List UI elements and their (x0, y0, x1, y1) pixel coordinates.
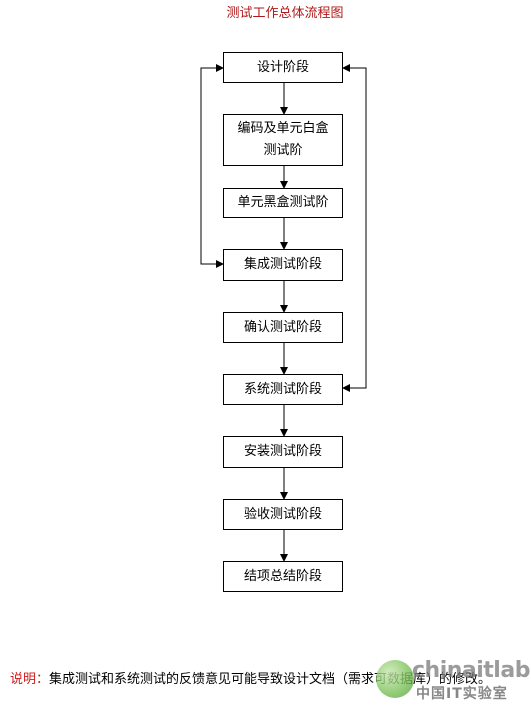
stage-unit-whitebox-label-line2: 测试阶 (263, 143, 303, 158)
left-feedback-loop (200, 67, 223, 265)
stage-design-label: 设计阶段 (256, 59, 309, 75)
stage-unit-whitebox: 编码及单元白盒 测试阶 (223, 114, 343, 166)
logo-globe-icon (376, 660, 414, 698)
watermark-logo: chinaitlab 中国IT实验室 (372, 658, 530, 702)
stage-acceptance-label: 验收测试阶段 (243, 506, 322, 522)
stage-summary: 结项总结阶段 (223, 561, 343, 592)
stage-installation-label: 安装测试阶段 (243, 444, 322, 459)
stage-system-label: 系统测试阶段 (243, 381, 322, 397)
footnote-label: 说明： (10, 672, 50, 687)
watermark-subtext: 中国IT实验室 (416, 686, 508, 702)
diagram-title: 测试工作总体流程图 (226, 6, 344, 21)
stage-summary-label: 结项总结阶段 (243, 568, 322, 584)
stage-acceptance: 验收测试阶段 (223, 499, 343, 530)
stage-installation: 安装测试阶段 (223, 436, 343, 468)
stage-integration-label: 集成测试阶段 (243, 257, 322, 272)
stage-unit-blackbox-label: 单元黑盒测试阶 (237, 195, 329, 210)
stage-confirmation-label: 确认测试阶段 (243, 319, 322, 335)
stage-integration: 集成测试阶段 (223, 249, 343, 281)
right-feedback-loop (343, 67, 367, 389)
stage-unit-blackbox: 单元黑盒测试阶 (223, 188, 343, 218)
watermark-text: chinaitlab (412, 658, 530, 683)
stage-unit-whitebox-label-line1: 编码及单元白盒 (237, 121, 329, 136)
stage-confirmation: 确认测试阶段 (223, 312, 343, 343)
stage-system: 系统测试阶段 (223, 374, 343, 405)
stage-design: 设计阶段 (223, 52, 343, 83)
